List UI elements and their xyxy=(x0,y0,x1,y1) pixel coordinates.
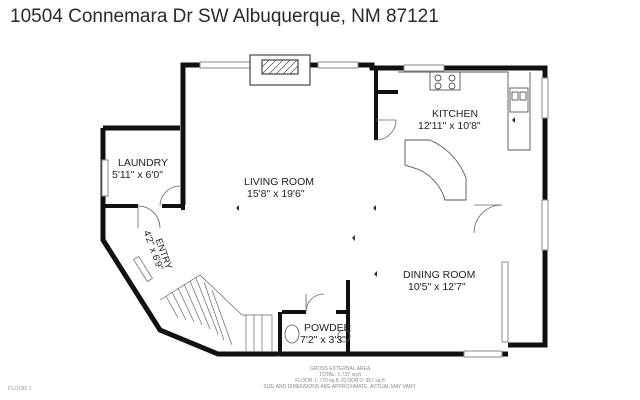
windows xyxy=(101,61,549,358)
interior-walls xyxy=(103,68,398,354)
room-label-kitchen: KITCHEN xyxy=(432,108,479,120)
room-label-powder: POWDER xyxy=(304,322,352,334)
footer-floors: FLOOR 1: 770 sq.ft, FLOOR 2: 967 sq.ft xyxy=(295,378,385,384)
ceiling-markers xyxy=(236,117,515,277)
room-label-laundry: LAUNDRY xyxy=(118,157,168,169)
room-dims-living-room: 15'8" x 19'6" xyxy=(247,188,305,200)
footer-disclaimer: SIZE AND DIMENSIONS ARE APPROXIMATE. ACT… xyxy=(263,384,417,390)
footer-total: TOTAL: 1,737 sq.ft xyxy=(319,372,361,378)
footer-area-title: GROSS EXTERNAL AREA xyxy=(309,366,371,372)
staircase xyxy=(159,274,273,352)
room-dims-kitchen: 12'11" x 10'8" xyxy=(418,120,481,132)
property-address: 10504 Connemara Dr SW Albuquerque, NM 87… xyxy=(10,6,439,27)
exterior-walls xyxy=(100,62,548,357)
room-dims-dining-room: 10'5" x 12'7" xyxy=(408,281,466,293)
floor-tag: FLOOR 1 xyxy=(8,386,32,392)
room-label-dining-room: DINING ROOM xyxy=(403,269,476,281)
room-label-living-room: LIVING ROOM xyxy=(244,176,315,188)
kitchen-counters xyxy=(398,71,531,201)
door-swings xyxy=(137,119,503,313)
powder-fixtures xyxy=(284,324,351,344)
room-dims-powder: 7'2" x 3'3" xyxy=(300,334,346,346)
fireplace xyxy=(249,54,311,86)
room-dims-laundry: 5'11" x 6'0" xyxy=(112,169,163,181)
